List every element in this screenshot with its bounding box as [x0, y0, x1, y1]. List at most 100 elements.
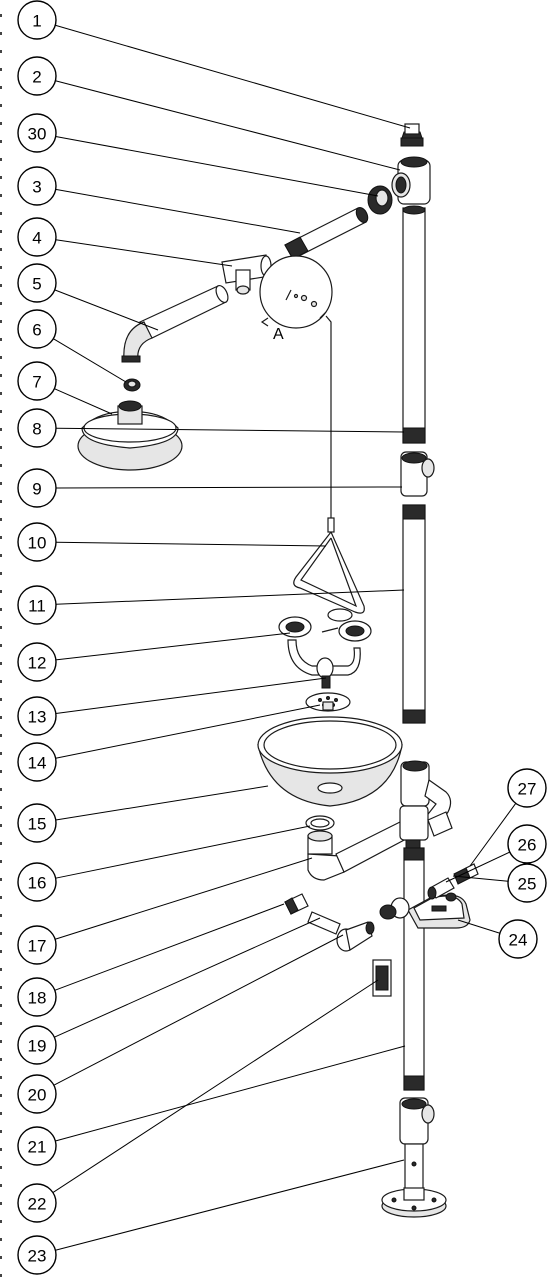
leader-line-21 [55, 1045, 406, 1142]
part-pipe-nipple [307, 911, 341, 935]
part-coupling-nut [453, 863, 479, 885]
edge-mark [0, 302, 2, 305]
edge-mark [0, 104, 2, 107]
callout-16: 16 [17, 862, 57, 902]
edge-mark [0, 428, 2, 431]
part-column-pipe-lower [403, 847, 425, 1091]
edge-mark [0, 518, 2, 521]
callout-25: 25 [507, 863, 547, 903]
callout-circle [17, 1126, 57, 1166]
edge-mark [0, 248, 2, 251]
edge-mark [0, 824, 2, 827]
edge-mark [0, 500, 2, 503]
edge-mark [0, 1220, 2, 1223]
edge-mark [0, 482, 2, 485]
leader-line-19 [54, 917, 321, 1038]
callout-number: 18 [28, 989, 47, 1008]
callout-circle [17, 166, 57, 206]
edge-mark [0, 788, 2, 791]
callout-number: 12 [28, 654, 47, 673]
callout-6: 6 [17, 309, 57, 349]
detail-circle-a [259, 255, 333, 329]
leader-line-5 [54, 289, 159, 331]
callout-number: 16 [28, 874, 47, 893]
edge-mark [0, 176, 2, 179]
edge-mark [0, 878, 2, 881]
callout-circle [17, 1074, 57, 1114]
edge-mark [0, 806, 2, 809]
leader-line-22 [52, 979, 379, 1194]
callout-circle [17, 217, 57, 257]
leader-line-8 [55, 427, 405, 433]
callout-circle [507, 824, 547, 864]
part-nipple [284, 893, 309, 915]
edge-mark [0, 32, 2, 35]
detail-label-a: A [273, 326, 284, 343]
edge-mark [0, 698, 2, 701]
leader-line-12 [55, 632, 291, 661]
callout-circle [17, 1025, 57, 1065]
edge-mark [0, 1076, 2, 1079]
edge-mark [0, 14, 2, 17]
callout-19: 19 [17, 1025, 57, 1065]
leader-line-7 [54, 388, 113, 415]
edge-marks [0, 14, 2, 1277]
leader-line-26 [445, 851, 511, 883]
edge-mark [0, 1040, 2, 1043]
callout-circle [17, 1183, 57, 1223]
callout-24: 24 [498, 919, 538, 959]
callout-circle [17, 113, 57, 153]
leader-line-6 [53, 338, 127, 383]
leader-line-4 [55, 239, 233, 267]
part-drain-elbow [307, 821, 409, 881]
callout-circle [17, 361, 57, 401]
edge-mark [0, 392, 2, 395]
leader-line-1 [55, 24, 411, 129]
callout-bubbles: 1230345678910111213141516171819202122232… [17, 0, 547, 1275]
edge-mark [0, 50, 2, 53]
edge-mark [0, 1094, 2, 1097]
callout-circle [17, 862, 57, 902]
callout-circle [507, 768, 547, 808]
leader-line-16 [55, 825, 311, 879]
callout-2: 2 [17, 56, 57, 96]
leader-line-25 [452, 875, 509, 882]
part-tee-assembly [399, 760, 453, 849]
callout-circle [17, 696, 57, 736]
edge-mark [0, 914, 2, 917]
callout-number: 30 [28, 125, 47, 144]
edge-mark [0, 464, 2, 467]
callout-number: 19 [28, 1037, 47, 1056]
callout-number: 15 [28, 815, 47, 834]
callout-9: 9 [17, 468, 57, 508]
edge-mark [0, 158, 2, 161]
callout-number: 13 [28, 708, 47, 727]
callout-1: 1 [17, 0, 57, 40]
callout-circle [17, 468, 57, 508]
callout-circle [17, 742, 57, 782]
part-fitting [427, 877, 455, 900]
callout-21: 21 [17, 1126, 57, 1166]
callout-circle [17, 309, 57, 349]
callout-number: 14 [28, 754, 47, 773]
callout-number: 3 [32, 178, 41, 197]
edge-mark [0, 716, 2, 719]
edge-mark [0, 194, 2, 197]
part-strainer [305, 692, 351, 712]
leader-line-17 [54, 857, 313, 940]
edge-mark [0, 320, 2, 323]
callout-12: 12 [17, 642, 57, 682]
callout-number: 21 [28, 1138, 47, 1157]
edge-mark [0, 662, 2, 665]
callout-10: 10 [17, 522, 57, 562]
leader-line-11 [55, 589, 405, 605]
callout-circle [17, 925, 57, 965]
callout-number: 22 [28, 1195, 47, 1214]
edge-mark [0, 1166, 2, 1169]
part-column-pipe-middle [402, 504, 426, 724]
edge-mark [0, 1274, 2, 1277]
edge-mark [0, 572, 2, 575]
edge-mark [0, 1256, 2, 1259]
callout-circle [17, 803, 57, 843]
edge-mark [0, 968, 2, 971]
